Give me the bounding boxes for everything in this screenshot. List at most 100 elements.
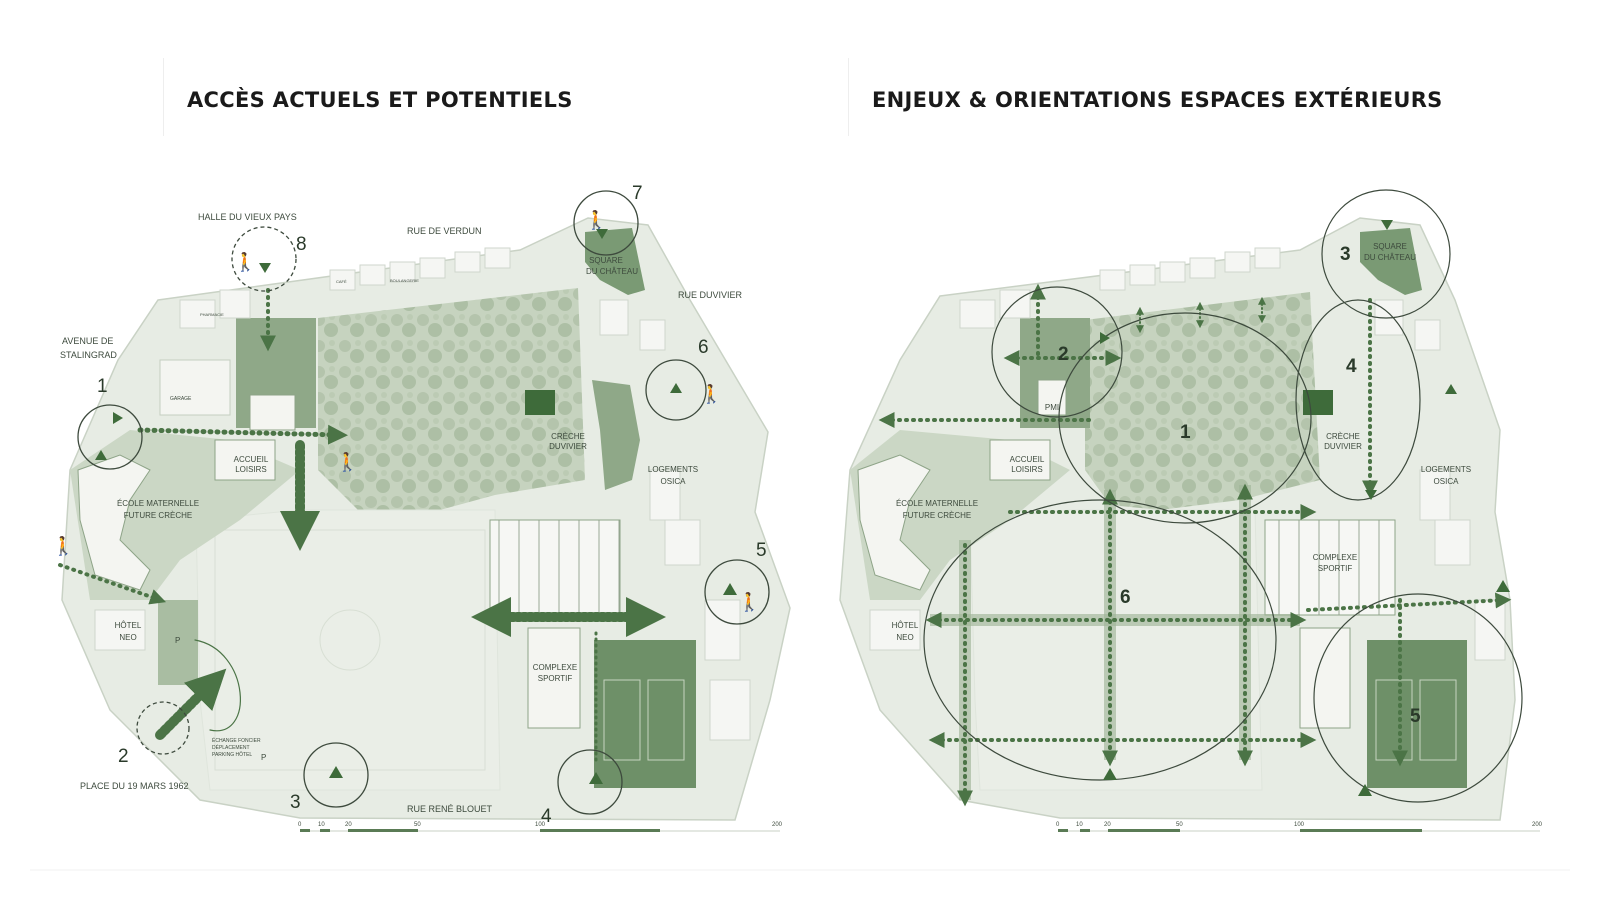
right-title-separator <box>848 58 849 136</box>
svg-text:5: 5 <box>756 540 767 561</box>
svg-text:6: 6 <box>1120 587 1131 608</box>
svg-text:RUE DE VERDUN: RUE DE VERDUN <box>407 226 482 236</box>
left-tennis-court-1 <box>603 679 641 761</box>
svg-text:10: 10 <box>318 822 325 828</box>
left-access-arrows <box>58 288 666 762</box>
svg-text:🚶: 🚶 <box>585 209 607 231</box>
svg-text:DU CHÂTEAU: DU CHÂTEAU <box>586 267 638 276</box>
svg-text:CRÈCHE: CRÈCHE <box>551 432 585 441</box>
left-title-separator <box>163 58 164 136</box>
access-circle-5 <box>704 559 770 625</box>
right-plan: SQUARE DU CHÂTEAU PMI ACCUEIL LOISIRS CR… <box>839 189 1543 832</box>
svg-text:HÔTEL: HÔTEL <box>115 621 142 630</box>
svg-text:COMPLEXE: COMPLEXE <box>533 663 577 672</box>
zone-ellipse-1 <box>1058 312 1312 524</box>
svg-text:4: 4 <box>541 806 552 827</box>
svg-text:ÉCOLE MATERNELLE: ÉCOLE MATERNELLE <box>117 499 199 508</box>
svg-text:LOGEMENTS: LOGEMENTS <box>648 465 698 474</box>
right-ecole-building <box>857 454 931 591</box>
svg-text:SQUARE: SQUARE <box>589 256 623 265</box>
right-triangle-markers <box>1100 220 1510 796</box>
svg-text:🚶: 🚶 <box>52 535 74 557</box>
right-square-chateau <box>1360 228 1422 295</box>
left-field-lines <box>214 529 486 771</box>
right-tennis-court-2 <box>1419 679 1457 761</box>
svg-text:NEO: NEO <box>896 633 913 642</box>
svg-text:PHARMACIE: PHARMACIE <box>200 312 224 317</box>
svg-text:🚶: 🚶 <box>336 451 358 473</box>
svg-text:DUVIVIER: DUVIVIER <box>1324 442 1362 451</box>
svg-text:FUTURE CRÈCHE: FUTURE CRÈCHE <box>124 511 192 520</box>
svg-text:🚶: 🚶 <box>700 383 722 405</box>
svg-text:BOULANGERIE: BOULANGERIE <box>390 278 419 283</box>
left-garage-building <box>159 359 231 416</box>
access-circle-8 <box>231 226 297 292</box>
svg-text:0: 0 <box>298 822 302 828</box>
access-circle-6 <box>645 359 707 421</box>
svg-text:10: 10 <box>1076 822 1083 828</box>
svg-text:P: P <box>175 636 180 645</box>
right-zone-circles <box>923 189 1523 803</box>
zone-ellipse-4 <box>1295 299 1421 501</box>
left-halle-building <box>249 394 296 431</box>
svg-text:🚶: 🚶 <box>234 251 256 273</box>
svg-text:8: 8 <box>296 234 307 255</box>
svg-text:PLACE DU 19 MARS 1962: PLACE DU 19 MARS 1962 <box>80 781 189 791</box>
right-north-houses <box>869 247 1506 661</box>
svg-text:4: 4 <box>1346 356 1357 377</box>
svg-text:ACCUEIL: ACCUEIL <box>234 455 269 464</box>
svg-text:7: 7 <box>632 183 643 204</box>
svg-text:LOGEMENTS: LOGEMENTS <box>1421 465 1471 474</box>
svg-text:DÉPLACEMENT: DÉPLACEMENT <box>212 744 250 751</box>
right-tennis <box>1367 640 1467 788</box>
svg-text:SQUARE: SQUARE <box>1373 242 1407 251</box>
svg-text:1: 1 <box>97 376 108 397</box>
left-access-numbers: 1 2 3 4 5 6 7 8 <box>97 183 767 827</box>
svg-text:CAFÉ: CAFÉ <box>336 279 347 284</box>
right-scale-bar: 0 10 20 50 100 200 <box>1056 822 1543 832</box>
svg-text:100: 100 <box>535 822 546 828</box>
svg-text:20: 20 <box>1104 822 1111 828</box>
left-park <box>318 288 585 512</box>
left-creche-path <box>592 380 640 490</box>
left-plan: 🚶🚶 🚶🚶 🚶🚶 HALLE DU VIEUX PAYS RUE DE VERD… <box>52 183 791 832</box>
svg-text:DUVIVIER: DUVIVIER <box>549 442 587 451</box>
svg-text:OSICA: OSICA <box>1434 477 1460 486</box>
left-tennis <box>594 640 696 788</box>
svg-text:COMPLEXE: COMPLEXE <box>1313 553 1357 562</box>
access-circle-4 <box>557 749 623 815</box>
svg-text:HALLE DU VIEUX PAYS: HALLE DU VIEUX PAYS <box>198 212 297 222</box>
svg-text:ACCUEIL: ACCUEIL <box>1010 455 1045 464</box>
left-north-houses <box>94 247 751 741</box>
svg-text:1: 1 <box>1180 422 1191 443</box>
svg-text:50: 50 <box>1176 822 1183 828</box>
svg-text:0: 0 <box>1056 822 1060 828</box>
left-complexe-grid <box>489 519 621 616</box>
svg-text:6: 6 <box>698 337 709 358</box>
svg-text:PARKING HÔTEL: PARKING HÔTEL <box>212 751 252 758</box>
svg-text:NEO: NEO <box>119 633 136 642</box>
svg-text:2: 2 <box>118 746 129 767</box>
svg-text:20: 20 <box>345 822 352 828</box>
svg-text:50: 50 <box>414 822 421 828</box>
svg-text:P: P <box>261 753 266 762</box>
right-orientation-arrows <box>878 283 1512 807</box>
right-park <box>1085 292 1320 510</box>
left-accueil-building <box>214 439 276 481</box>
svg-text:LOISIRS: LOISIRS <box>1011 465 1043 474</box>
svg-text:CRÈCHE: CRÈCHE <box>1326 432 1360 441</box>
left-triangle-markers <box>95 229 737 784</box>
right-complexe-building <box>1299 627 1351 729</box>
access-circle-7 <box>573 190 639 256</box>
svg-text:LOISIRS: LOISIRS <box>235 465 267 474</box>
zone-circle-2 <box>991 286 1123 418</box>
left-field-circle <box>319 609 381 671</box>
svg-text:GARAGE: GARAGE <box>170 396 192 402</box>
left-ecole-building <box>77 454 151 591</box>
right-accueil-building <box>989 439 1051 481</box>
svg-text:2: 2 <box>1058 344 1069 365</box>
right-complexe-grid <box>1264 519 1396 616</box>
svg-text:200: 200 <box>772 822 783 828</box>
left-place-labels: HALLE DU VIEUX PAYS RUE DE VERDUN SQUARE… <box>60 212 743 814</box>
